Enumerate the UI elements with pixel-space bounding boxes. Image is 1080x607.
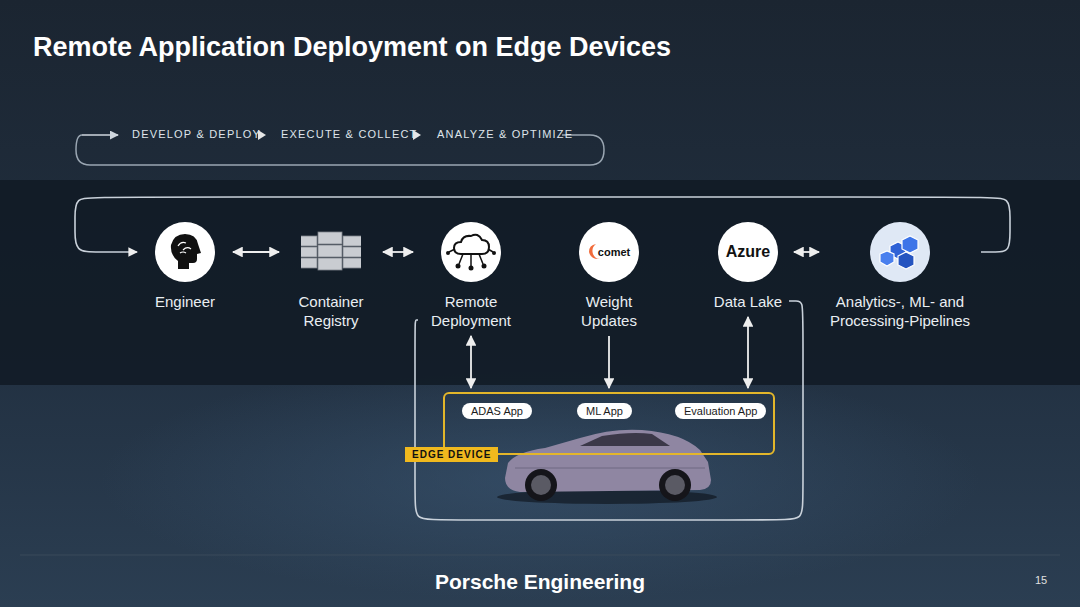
- app-label: ADAS App: [471, 405, 523, 417]
- icon-circle: [301, 222, 361, 282]
- band: [0, 180, 1080, 385]
- logo-text: comet: [588, 246, 630, 258]
- edge-device-tag: EDGE DEVICE: [405, 447, 498, 462]
- node-label: Weight Updates: [569, 292, 649, 330]
- footer-brand: Porsche Engineering: [435, 570, 645, 594]
- flow-arrow: [470, 336, 472, 388]
- phase-arrow: [82, 134, 118, 136]
- registry-node: Container Registry: [285, 220, 377, 330]
- flow-arrow: [608, 336, 610, 388]
- node-label: Remote Deployment: [419, 292, 523, 330]
- app-label: Evaluation App: [684, 405, 757, 417]
- icon-circle: [441, 222, 501, 282]
- phase-label: ANALYZE & OPTIMIZE: [437, 128, 573, 140]
- footer-rule: [20, 555, 1060, 556]
- icon-circle: Azure: [718, 222, 778, 282]
- icon-circle: [155, 222, 215, 282]
- edge-loop-line: [415, 301, 803, 520]
- pipelines-node: Analytics-, ML- and Processing-Pipelines: [825, 220, 975, 330]
- flow-arrow: [233, 251, 279, 253]
- app-pill: ML App: [577, 403, 632, 419]
- weights-node: cometWeight Updates: [569, 220, 649, 330]
- app-pill: Evaluation App: [675, 403, 766, 419]
- node-label: Data Lake: [714, 292, 782, 311]
- node-label: Container Registry: [285, 292, 377, 330]
- node-label: Engineer: [155, 292, 215, 311]
- icon-circle: comet: [579, 222, 639, 282]
- flow-arrow: [747, 317, 749, 388]
- registry-icon: [301, 222, 361, 282]
- app-pill: ADAS App: [462, 403, 532, 419]
- slide-title: Remote Application Deployment on Edge De…: [33, 32, 671, 63]
- phase-label: DEVELOP & DEPLOY: [132, 128, 261, 140]
- engineer-node: Engineer: [143, 220, 227, 311]
- phase-label: EXECUTE & COLLECT: [281, 128, 418, 140]
- deployment-node: Remote Deployment: [419, 220, 523, 330]
- flow-arrow: [794, 251, 819, 253]
- car: [497, 430, 717, 504]
- app-label: ML App: [586, 405, 623, 417]
- page-number: 15: [1035, 574, 1047, 586]
- node-label: Analytics-, ML- and Processing-Pipelines: [825, 292, 975, 330]
- pipeline-icon: [870, 222, 930, 282]
- glow: [100, 360, 980, 600]
- logo-text: Azure: [726, 243, 770, 261]
- cloud-icon: [441, 222, 501, 282]
- feedback-loop: [75, 197, 1010, 252]
- engineer-icon: [155, 222, 215, 282]
- datalake-node: AzureData Lake: [708, 220, 788, 311]
- flow-arrow: [383, 251, 413, 253]
- edge-device-box: EDGE DEVICEADAS AppML AppEvaluation App: [443, 392, 775, 455]
- icon-circle: [870, 222, 930, 282]
